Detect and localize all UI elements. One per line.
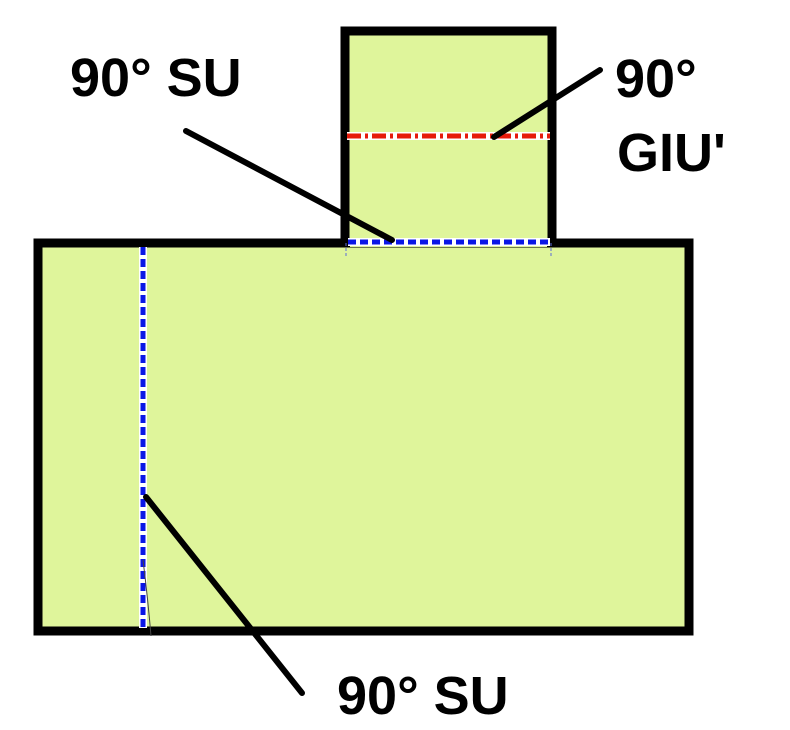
leader-top-right [491,67,603,140]
label-top-left: 90° SU [70,48,242,108]
label-top-right-line1: 90° [615,49,697,109]
label-bottom: 90° SU [337,666,509,726]
base-panel [33,238,694,636]
fold-guide-bottom [142,559,152,637]
label-top-right-line2: GIU' [617,123,726,183]
leader-bottom [143,494,305,696]
leader-top-left [183,128,395,243]
